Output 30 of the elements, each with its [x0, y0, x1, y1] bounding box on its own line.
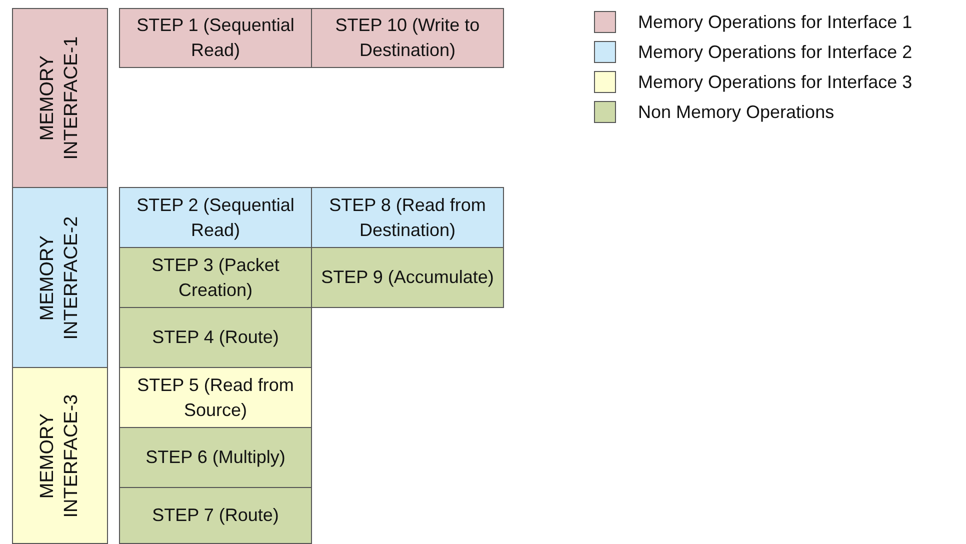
legend-label: Memory Operations for Interface 1	[638, 12, 912, 32]
interface-band	[12, 8, 108, 188]
legend-label: Non Memory Operations	[638, 102, 834, 122]
step-box	[119, 367, 312, 428]
step-box	[119, 427, 312, 488]
step-box	[119, 187, 312, 248]
step-label: STEP 3 (Packet Creation)	[150, 254, 280, 302]
step-label: STEP 8 (Read from Destination)	[328, 194, 487, 242]
step-box	[311, 247, 504, 308]
step-box	[311, 8, 504, 68]
band-label: MEMORY INTERFACE-1	[36, 35, 83, 162]
step-label: STEP 9 (Accumulate)	[320, 266, 495, 289]
step-label: STEP 5 (Read from Source)	[136, 374, 295, 422]
step-box	[119, 247, 312, 308]
step-label: STEP 1 (Sequential Read)	[136, 14, 296, 62]
step-box	[311, 187, 504, 248]
legend-label: Memory Operations for Interface 3	[638, 72, 912, 92]
step-label: STEP 2 (Sequential Read)	[136, 194, 296, 242]
step-label: STEP 4 (Route)	[151, 326, 280, 349]
interface-band	[12, 367, 108, 544]
step-label: STEP 10 (Write to Destination)	[334, 14, 481, 62]
step-box	[119, 487, 312, 544]
step-label: STEP 6 (Multiply)	[144, 446, 286, 469]
step-box	[119, 307, 312, 368]
band-label: MEMORY INTERFACE-2	[36, 214, 83, 342]
step-label: STEP 7 (Route)	[151, 504, 280, 527]
legend-label: Memory Operations for Interface 2	[638, 42, 912, 62]
step-box	[119, 8, 312, 68]
band-label: MEMORY INTERFACE-3	[36, 392, 83, 520]
interface-band	[12, 187, 108, 368]
